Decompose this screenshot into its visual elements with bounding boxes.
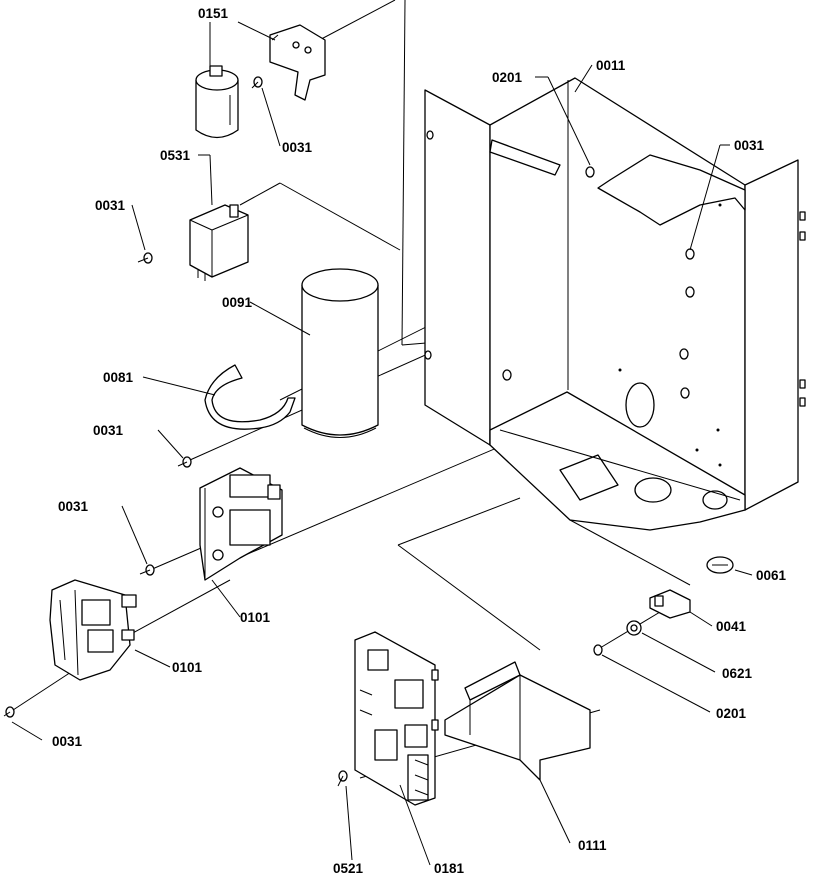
callout-0091: 0091 (222, 295, 253, 310)
screw-0031-bottom (3, 706, 15, 718)
washer-0621 (626, 620, 642, 636)
screw-0201-low (593, 644, 603, 656)
screw-0521 (337, 770, 348, 787)
callout-0031-left1: 0031 (95, 198, 126, 213)
screw-0031-left3 (139, 564, 155, 576)
callout-0201-top: 0201 (492, 70, 523, 85)
callout-labels: 0151 0031 0531 0031 0091 0081 0031 0031 … (52, 6, 787, 876)
strap-0081 (204, 364, 296, 430)
callout-0031-right: 0031 (734, 138, 765, 153)
callout-0201-low: 0201 (716, 706, 747, 721)
callout-0031-top: 0031 (282, 140, 313, 155)
callout-0621: 0621 (722, 666, 753, 681)
sensor-cylinder (195, 65, 239, 139)
callout-0031-left2: 0031 (93, 423, 124, 438)
callout-0061: 0061 (756, 568, 787, 583)
foot-0061 (706, 556, 734, 574)
screw-0031-top (251, 76, 263, 89)
bracket-0151 (269, 24, 326, 101)
relay-0531 (189, 204, 249, 281)
leader-lines (11, 21, 753, 866)
callout-0081: 0081 (103, 370, 134, 385)
contactor-0101-middle (199, 467, 283, 581)
callout-0181: 0181 (434, 861, 465, 876)
callout-0521: 0521 (333, 861, 364, 876)
callout-0101-lower: 0101 (172, 660, 203, 675)
callout-0011: 0011 (596, 58, 626, 73)
callout-0531: 0531 (160, 148, 191, 163)
screw-0031-left1 (137, 252, 153, 264)
contactor-0101-lower (49, 579, 137, 681)
terminal-0041 (649, 589, 691, 619)
callout-0151: 0151 (198, 6, 229, 21)
callout-0101-middle: 0101 (240, 610, 271, 625)
callout-0031-left3: 0031 (58, 499, 89, 514)
capacitor-0091 (301, 268, 379, 438)
control-board-0181 (354, 631, 439, 806)
bracket-0111 (444, 661, 591, 781)
callout-0031-bottom: 0031 (52, 734, 83, 749)
callout-0041: 0041 (716, 619, 747, 634)
cabinet-housing (424, 77, 806, 531)
screw-0031-left2 (177, 456, 192, 468)
callout-0111: 0111 (578, 838, 607, 853)
